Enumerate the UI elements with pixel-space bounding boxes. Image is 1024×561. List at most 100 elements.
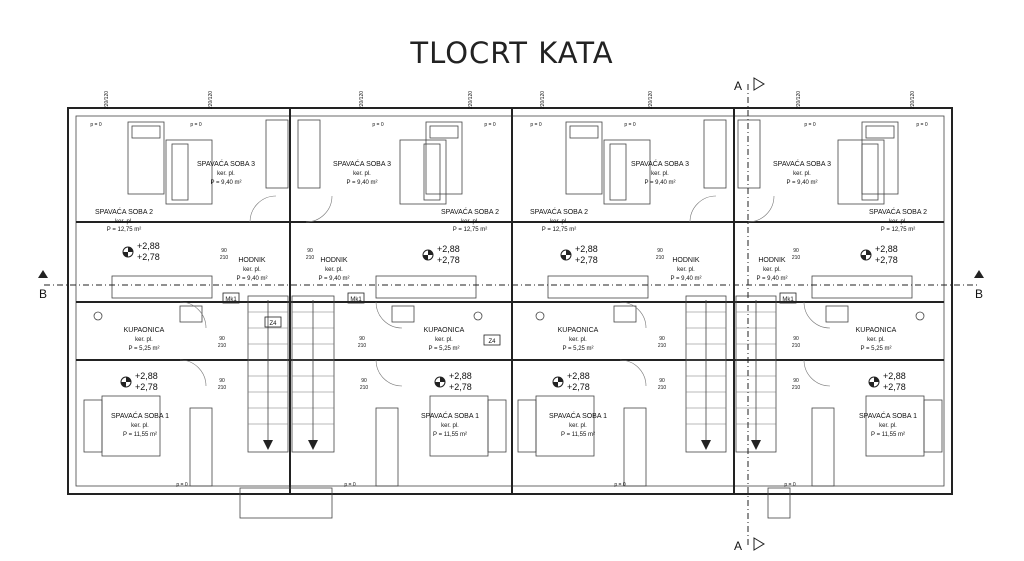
section-marker-icon	[753, 77, 765, 91]
level-upper: +2,88	[135, 371, 158, 381]
dim-door-height: 210	[360, 385, 369, 391]
room-bed3-area: P = 9,40 m²	[786, 180, 817, 186]
dim-door-width: 90	[793, 248, 799, 254]
level-marker-fill	[423, 250, 433, 260]
room-bath-floor: ker. pl.	[867, 337, 885, 343]
room-bed3-floor: ker. pl.	[793, 171, 811, 177]
room-bed2-name: SPAVAĆA SOBA 2	[869, 207, 927, 216]
tag-box	[264, 316, 282, 328]
tag-box	[222, 292, 240, 304]
dim-door-height: 210	[220, 255, 229, 261]
level-lower: +2,78	[137, 252, 160, 262]
room-bath-area: P = 5,25 m²	[860, 346, 891, 352]
stair-1	[247, 295, 289, 453]
room-bath-area: P = 5,25 m²	[562, 346, 593, 352]
room-bed2-floor: ker. pl.	[115, 219, 133, 225]
room-bed3-name: SPAVAĆA SOBA 3	[631, 159, 689, 168]
room-bed2-name: SPAVAĆA SOBA 2	[95, 207, 153, 216]
section-b-left-label: B	[39, 287, 47, 301]
dim-door-width: 90	[659, 336, 665, 342]
floor-level-note: p = 0	[624, 122, 635, 128]
room-hall-floor: ker. pl.	[243, 267, 261, 273]
room-bed1-name: SPAVAĆA SOBA 1	[549, 411, 607, 420]
room-bed2-area: P = 12,75 m²	[881, 227, 915, 233]
dim-door-height: 210	[218, 385, 227, 391]
room-bath-name: KUPAONICA	[558, 327, 599, 334]
bed-icon	[83, 121, 943, 457]
dim-door-height: 210	[358, 343, 367, 349]
stair-arrow-icon	[701, 440, 711, 450]
dim-door-width: 90	[361, 378, 367, 384]
level-upper: +2,88	[449, 371, 472, 381]
level-marker-fill	[869, 377, 879, 387]
dim-top: 220/120	[104, 91, 110, 109]
section-b-right-label: B	[975, 287, 983, 301]
room-bed1-floor: ker. pl.	[569, 423, 587, 429]
room-hall-name: HODNIK	[758, 257, 786, 264]
section-marker-icon	[38, 270, 48, 278]
stair-2	[291, 295, 335, 453]
dim-door-width: 90	[793, 336, 799, 342]
door-swings	[179, 195, 831, 387]
floor-level-note: p = 0	[614, 482, 625, 488]
room-bed2-name: SPAVAĆA SOBA 2	[441, 207, 499, 216]
level-marker-fill	[121, 377, 131, 387]
room-bed3-area: P = 9,40 m²	[210, 180, 241, 186]
room-hall-area: P = 9,40 m²	[236, 276, 267, 282]
room-bath-floor: ker. pl.	[135, 337, 153, 343]
dim-top: 220/120	[910, 91, 916, 109]
dim-door-width: 90	[657, 248, 663, 254]
bath-fixtures	[93, 275, 925, 323]
room-bed1-floor: ker. pl.	[441, 423, 459, 429]
room-bed2-floor: ker. pl.	[889, 219, 907, 225]
room-bed1-area: P = 11,55 m²	[561, 432, 595, 438]
stair-arrow-icon	[263, 440, 273, 450]
section-marker-icon	[974, 270, 984, 278]
room-bed3-floor: ker. pl.	[651, 171, 669, 177]
room-bath-name: KUPAONICA	[856, 327, 897, 334]
room-bed2-area: P = 12,75 m²	[453, 227, 487, 233]
room-bath-name: KUPAONICA	[424, 327, 465, 334]
dim-top: 220/120	[208, 91, 214, 109]
room-hall-area: P = 9,40 m²	[756, 276, 787, 282]
room-bed1-floor: ker. pl.	[131, 423, 149, 429]
section-a-top-label: A	[734, 79, 742, 93]
stair-4	[735, 295, 777, 453]
room-hall-floor: ker. pl.	[677, 267, 695, 273]
floor-level-note: p = 0	[190, 122, 201, 128]
room-hall-name: HODNIK	[672, 257, 700, 264]
dim-door-height: 210	[792, 385, 801, 391]
floor-level-note: p = 0	[530, 122, 541, 128]
floor-level-note: p = 0	[784, 482, 795, 488]
level-marker-fill	[861, 250, 871, 260]
stair-3	[685, 295, 727, 453]
floor-level-note: p = 0	[176, 482, 187, 488]
room-bed2-area: P = 12,75 m²	[542, 227, 576, 233]
room-bed1-floor: ker. pl.	[879, 423, 897, 429]
entry-porch	[767, 487, 791, 519]
room-bed3-area: P = 9,40 m²	[644, 180, 675, 186]
wardrobe-icon	[189, 119, 835, 487]
room-bed3-area: P = 9,40 m²	[346, 180, 377, 186]
room-bed2-area: P = 12,75 m²	[107, 227, 141, 233]
dim-door-height: 210	[792, 255, 801, 261]
dim-door-height: 210	[658, 343, 667, 349]
entry-porch	[239, 487, 333, 519]
room-bed1-name: SPAVAĆA SOBA 1	[111, 411, 169, 420]
room-bed1-area: P = 11,55 m²	[123, 432, 157, 438]
floor-level-note: p = 0	[484, 122, 495, 128]
dim-top: 220/120	[359, 91, 365, 109]
level-marker-fill	[561, 250, 571, 260]
outer-wall	[67, 107, 953, 495]
level-marker-fill	[553, 377, 563, 387]
room-hall-name: HODNIK	[238, 257, 266, 264]
room-hall-area: P = 9,40 m²	[670, 276, 701, 282]
tag-label: Z4	[488, 339, 496, 345]
dim-top: 220/120	[468, 91, 474, 109]
dim-door-height: 210	[656, 255, 665, 261]
tag-label: Mk1	[225, 297, 237, 303]
level-upper: +2,88	[883, 371, 906, 381]
dim-door-width: 90	[793, 378, 799, 384]
stair-arrow-icon	[308, 440, 318, 450]
